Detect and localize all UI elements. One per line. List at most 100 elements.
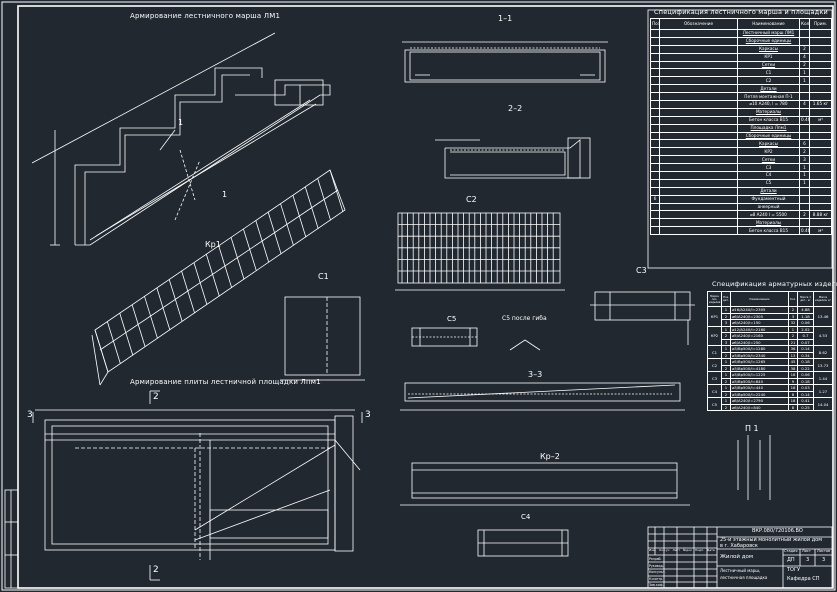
- spec-cell-pos: [650, 107, 660, 117]
- spec-cell-code: [659, 68, 738, 78]
- spec-row: Сборочные единицы: [650, 131, 832, 141]
- spec-cell-qty: 2: [799, 60, 810, 70]
- spec-cell-qty: 4: [799, 100, 810, 109]
- rebar-mark: С2: [707, 358, 722, 372]
- spec-cell-pos: [650, 218, 660, 228]
- revision-columns: Изм. Кол.уч Лист №док Подп. Дата: [649, 548, 715, 552]
- rebar-spec-title: Спецификация арматурных изделий: [712, 280, 837, 288]
- rebar-total: 13.73: [813, 358, 833, 372]
- spec-cell-name: КР2: [737, 147, 800, 157]
- col-podp: Подп.: [694, 548, 704, 552]
- col-ndoc: №док: [683, 548, 692, 552]
- spec-table: Поз.ОбозначениеНаименованиеКол.Прим.Лест…: [650, 18, 832, 236]
- spec-cell-qty: 6: [799, 139, 810, 149]
- spec-cell-pos: [650, 226, 660, 236]
- spec-cell-code: [659, 36, 738, 46]
- spec-cell-name: Сетки: [737, 60, 800, 70]
- spec-cell-note: [809, 84, 832, 94]
- kr1-rung: [131, 304, 146, 347]
- spec-cell-note: [809, 178, 832, 188]
- spec-cell-name: Фундаментный: [737, 194, 800, 204]
- spec-cell-code: [659, 60, 738, 70]
- spec-cell-qty: 1: [799, 76, 810, 86]
- spec-cell-code: [659, 210, 738, 220]
- title-block-grid: [648, 527, 717, 588]
- spec-cell-note: м³: [809, 226, 832, 236]
- spec-cell-name: Сборочные единицы: [737, 131, 800, 141]
- sheets-label: Листов: [817, 549, 831, 553]
- department: Кафедра СП: [787, 576, 820, 582]
- spec-cell-qty: [799, 29, 810, 38]
- stage-value: ДП: [787, 557, 795, 563]
- role-consultant: Консульт.: [649, 570, 666, 574]
- spec-cell-note: [809, 139, 832, 149]
- spec-row: Материалы: [650, 107, 832, 117]
- spec-cell-name: С1: [737, 68, 800, 78]
- spec-cell-name: Материалы: [737, 107, 800, 117]
- spec-row: Петля монтажная П-1: [650, 92, 832, 102]
- spec-cell-name: С5: [737, 178, 800, 188]
- role-norm-control: Н.контр.: [649, 576, 664, 581]
- sheet-value: 3: [806, 557, 810, 563]
- kr1-rung: [168, 279, 183, 322]
- spec-cell-qty: [799, 218, 810, 228]
- spec-cell-note: [809, 44, 832, 54]
- platform-plate-drawing: [32, 390, 363, 581]
- spec-cell-pos: [650, 115, 660, 125]
- role-developer: Разраб.: [649, 557, 662, 561]
- spec-cell-qty: [799, 84, 810, 94]
- col-data: Дата: [707, 548, 715, 552]
- sheet-name-1: Лестничный марш,: [720, 568, 761, 573]
- c3-label: С3: [636, 266, 647, 275]
- spec-cell-note: м³: [809, 115, 832, 125]
- spec-cell-code: [659, 84, 738, 94]
- kr1-rung: [205, 254, 220, 297]
- kr1-rung: [94, 329, 109, 373]
- cut-3-right: 3: [365, 410, 371, 420]
- rebar-cell: 0.25: [797, 403, 814, 411]
- kr1-rung: [181, 270, 195, 314]
- spec-cell-note: [809, 52, 832, 62]
- sheet-name-2: лестничная площадка: [720, 575, 768, 580]
- spec-cell-name: КР1: [737, 52, 800, 62]
- project-name: 25-и этажный монолитный жилой дом: [720, 537, 822, 543]
- march-reinforcement-title: Армирование лестничного марша ЛМ1: [130, 12, 281, 20]
- c2-label: С2: [466, 195, 477, 204]
- kr1-rung: [156, 287, 171, 331]
- spec-cell-name: ⌀8 А240 l = 5500: [737, 210, 800, 220]
- kr1-rung: [329, 169, 344, 213]
- inner-frame: [17, 5, 834, 589]
- spec-cell-code: [659, 100, 738, 109]
- spec-cell-code: [659, 107, 738, 117]
- spec-cell-qty: [799, 36, 810, 46]
- rebar-header-cell: Масса 1 дет., кг: [797, 291, 814, 307]
- p1-label: П 1: [745, 424, 759, 433]
- col-izm: Изм.: [649, 548, 657, 552]
- spec-cell-qty: 2: [799, 147, 810, 157]
- spec-cell-code: [659, 194, 738, 204]
- spec-row: анкерный: [650, 202, 832, 212]
- spec-cell-code: [659, 92, 738, 102]
- spec-cell-pos: [650, 147, 660, 157]
- section-2-2-drawing: [435, 137, 591, 179]
- spec-cell-qty: 1: [799, 163, 810, 173]
- spec-cell-code: [659, 139, 738, 149]
- rebar-mark: КР1: [707, 306, 722, 327]
- spec-header-cell: Наименование: [737, 18, 800, 30]
- section-3-3-drawing: [400, 382, 685, 411]
- rebar-mark: С4: [707, 384, 722, 398]
- rebar-header-cell: Марка поз. изделия: [707, 291, 722, 307]
- spec-cell-note: [809, 194, 832, 204]
- spec-cell-qty: [799, 107, 810, 117]
- spec-frame: [647, 9, 833, 269]
- spec-row: Материалы: [650, 218, 832, 228]
